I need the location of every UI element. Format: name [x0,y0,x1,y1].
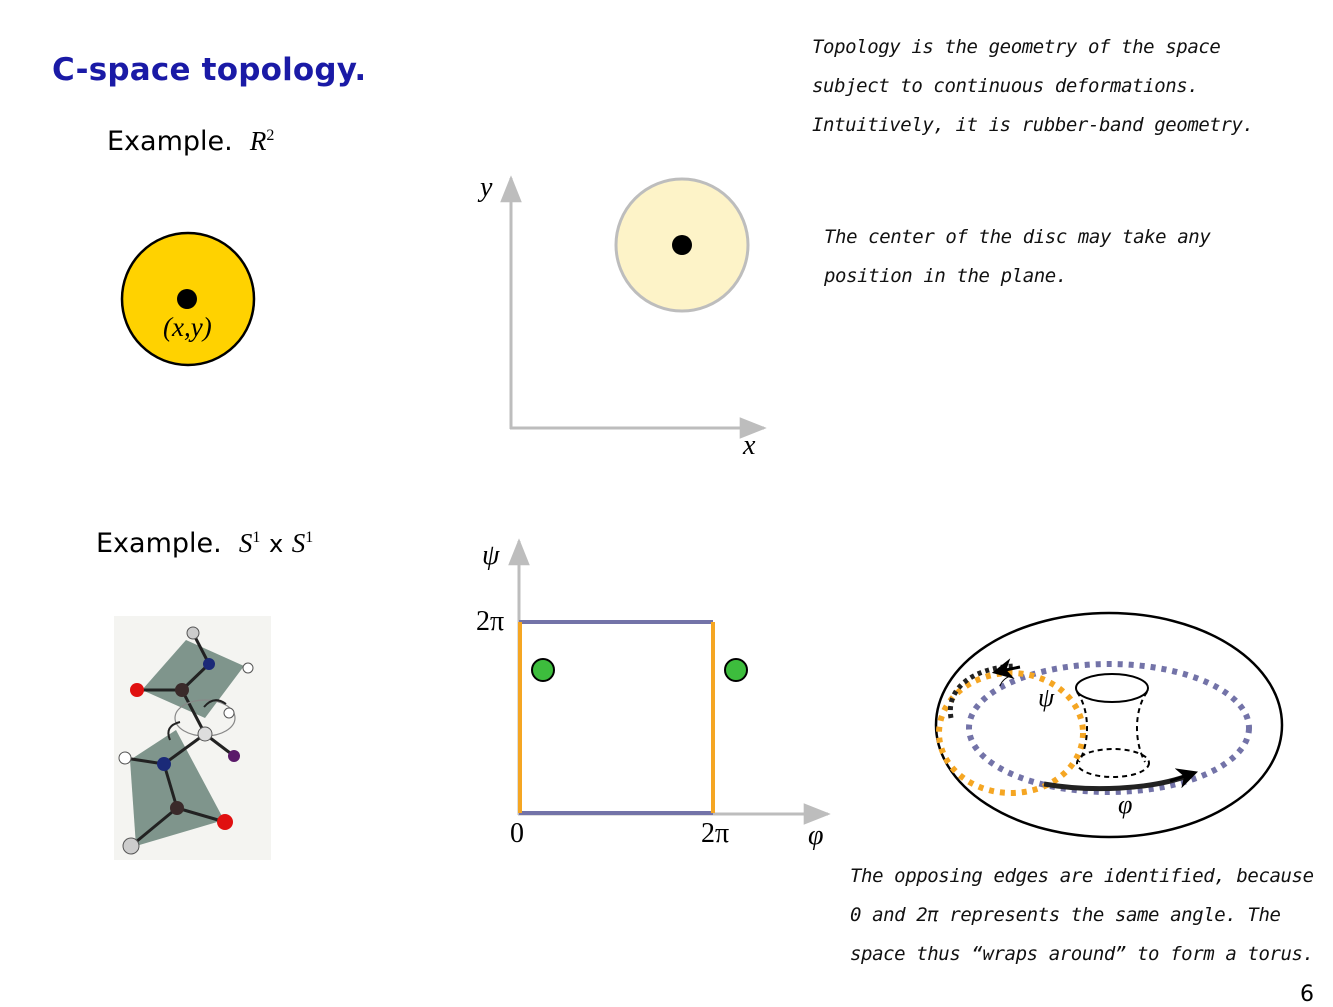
note-line: position in the plane. [824,265,1067,287]
space-s1-b-exponent: 1 [305,529,314,546]
tick-2pi-x: 2π [701,818,730,849]
phi-axis-label: φ [808,820,824,851]
page-number: 6 [1300,982,1314,1007]
product-symbol: x [268,530,284,558]
example-label: Example. [96,528,222,559]
disc-coordinate-label: (x,y) [163,312,212,342]
green-point-left [531,658,555,682]
torus-psi-label: ψ [1038,683,1055,712]
space-r-exponent: 2 [266,127,275,144]
tick-2pi-y: 2π [476,606,504,638]
space-r: R [249,126,267,156]
example-torus-heading: Example. S1 x S1 [96,528,313,559]
space-s1-b: S [291,528,306,558]
molecule-illustration [114,616,271,860]
note-line: subject to continuous deformations. [812,75,1199,97]
slide-title: C-space topology. [52,52,367,88]
tick-zero: 0 [510,818,524,849]
torus-diagram [934,611,1284,839]
example-label: Example. [107,126,233,157]
example-r2-heading: Example. R2 [107,126,274,157]
x-axis-label: x [743,430,756,461]
y-axis-label: y [480,172,493,203]
disc-center-dot [177,289,197,309]
note-line: The opposing edges are identified, becau… [850,865,1314,887]
psi-axis-label: ψ [482,540,500,571]
note-line: 0 and 2π represents the same angle. The [850,904,1281,926]
disc-center-note: The center of the disc may take any posi… [824,218,1211,296]
topology-note: Topology is the geometry of the space su… [812,28,1254,145]
note-line: space thus “wraps around” to form a toru… [850,943,1314,965]
tick-2pi-y-text: 2π [476,606,505,637]
green-point-right [724,658,748,682]
pale-disc-center-dot [672,235,692,255]
space-s1-a-exponent: 1 [252,529,261,546]
note-line: The center of the disc may take any [824,226,1211,248]
torus-phi-label: φ [1118,790,1133,819]
note-line: Intuitively, it is rubber-band geometry. [812,114,1254,136]
note-line: Topology is the geometry of the space [812,36,1221,58]
torus-note: The opposing edges are identified, becau… [850,857,1314,974]
space-s1-a: S [238,528,253,558]
